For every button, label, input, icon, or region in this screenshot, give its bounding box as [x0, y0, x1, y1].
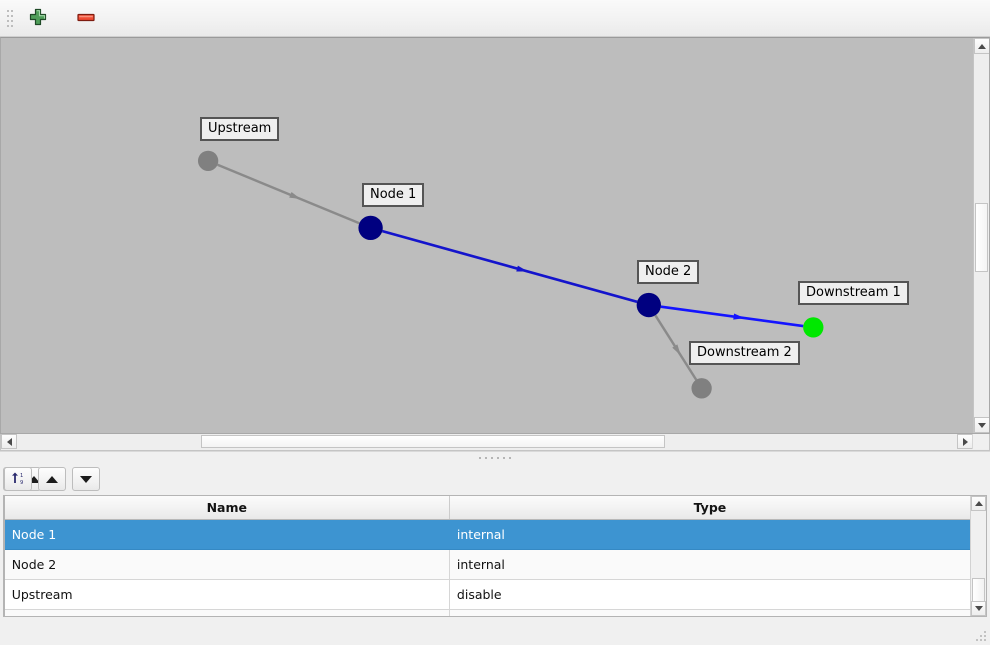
scroll-left-button[interactable] [1, 434, 17, 449]
edge-direction-arrow [733, 313, 745, 320]
main-toolbar [0, 0, 990, 37]
red-minus-icon [75, 7, 97, 30]
nodes-table-scrollbar[interactable] [970, 496, 987, 616]
graph-horizontal-scrollbar[interactable] [0, 434, 990, 451]
edge-direction-arrow [289, 191, 301, 200]
table-cell[interactable]: internal [449, 549, 971, 580]
edges-layer [217, 163, 804, 381]
table-cell[interactable]: internal [449, 519, 971, 550]
table-row[interactable]: Downstream 1downstream [4, 609, 971, 616]
graph-node-downstream2[interactable] [691, 378, 712, 399]
table-cell[interactable]: Upstream [4, 579, 450, 610]
splitter-grip [479, 456, 511, 459]
triangle-right-icon [962, 437, 968, 446]
graph-node-upstream[interactable] [197, 150, 219, 172]
graph-node-downstream1[interactable] [803, 317, 824, 338]
triangle-down-icon [974, 606, 983, 611]
graph-edge[interactable] [381, 229, 638, 304]
node-label-node1[interactable]: Node 1 [362, 183, 425, 207]
node-label-upstream[interactable]: Upstream [200, 117, 280, 141]
graph-hscroll-thumb[interactable] [201, 435, 665, 448]
nodes-toolbar: 1 9 [1, 463, 990, 495]
svg-text:9: 9 [20, 480, 23, 486]
edge-direction-arrow [672, 344, 681, 356]
graph-vscroll-track[interactable] [974, 54, 989, 417]
edge-direction-arrow [516, 265, 528, 272]
table-cell[interactable]: Downstream 1 [4, 609, 450, 616]
node-label-downstream2[interactable]: Downstream 2 [689, 341, 800, 365]
graph-node-node2[interactable] [636, 292, 661, 318]
scroll-up-button[interactable] [974, 38, 989, 54]
resize-grip[interactable] [975, 630, 988, 643]
graph-canvas[interactable] [1, 38, 989, 434]
triangle-left-icon [6, 437, 12, 446]
graph-hscroll-row [0, 434, 990, 451]
column-header[interactable]: Name [4, 496, 450, 520]
scroll-up-button[interactable] [971, 496, 987, 511]
triangle-up-icon [974, 501, 983, 506]
graph-edge[interactable] [217, 163, 360, 225]
triangle-up-icon [28, 475, 40, 483]
nodes-sort-button[interactable]: 1 9 [3, 467, 32, 491]
sort-ascending-icon: 1 9 [10, 470, 26, 489]
triangle-down-icon [79, 475, 92, 483]
graph-vscroll-thumb[interactable] [975, 202, 988, 272]
green-plus-icon [28, 7, 48, 30]
graph-node-node1[interactable] [358, 215, 383, 241]
table-cell[interactable]: Node 1 [4, 519, 450, 550]
add-button[interactable] [22, 3, 54, 33]
triangle-down-icon [978, 422, 986, 428]
table-cell[interactable]: Node 2 [4, 549, 450, 580]
nodes-layer [197, 150, 824, 399]
toolbar-drag-handle[interactable] [3, 7, 13, 29]
vertical-splitter[interactable] [0, 451, 990, 463]
bottom-panes: 1 9 NameSource nodeDestination node Node… [0, 463, 990, 617]
status-bar [0, 617, 990, 645]
scroll-right-button[interactable] [957, 434, 973, 449]
scroll-down-button[interactable] [971, 601, 987, 616]
scrollbar-corner [972, 434, 989, 449]
table-cell[interactable]: downstream [449, 609, 971, 616]
scroll-down-button[interactable] [974, 417, 989, 433]
triangle-up-icon [45, 475, 58, 483]
remove-button[interactable] [70, 3, 102, 33]
graph-vertical-scrollbar[interactable] [973, 38, 989, 433]
column-header[interactable]: Type [449, 496, 971, 520]
node-label-node2[interactable]: Node 2 [637, 260, 700, 284]
node-label-downstream1[interactable]: Downstream 1 [798, 281, 909, 305]
nodes-move-down-button[interactable] [71, 467, 100, 491]
triangle-up-icon [978, 43, 986, 49]
svg-text:1: 1 [20, 473, 23, 479]
nodes-move-up-button[interactable] [37, 467, 66, 491]
graph-edge[interactable] [660, 305, 804, 328]
table-cell[interactable]: disable [449, 579, 971, 610]
